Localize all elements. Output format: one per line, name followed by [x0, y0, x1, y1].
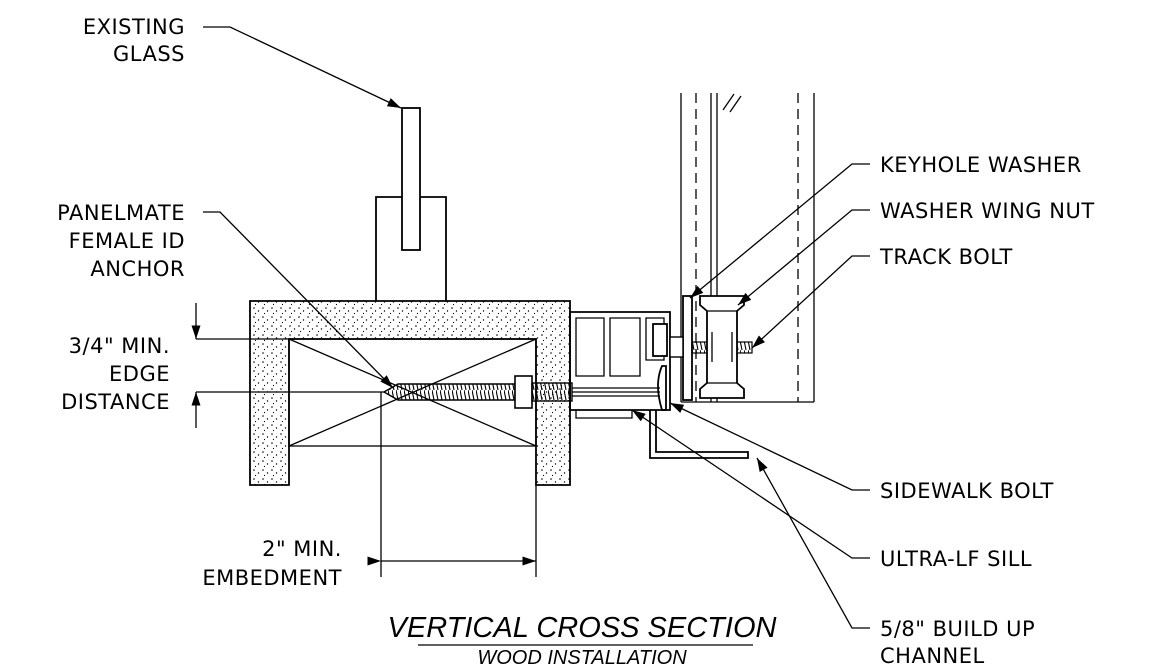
label-ultra-lf-sill: ULTRA-LF SILL	[880, 547, 1032, 571]
label-keyhole-washer: KEYHOLE WASHER	[880, 153, 1082, 177]
edge-distance-dimension	[191, 303, 384, 428]
existing-glass	[401, 107, 421, 251]
label-embed-2: EMBEDMENT	[202, 566, 342, 590]
drawing-subtitle: WOOD INSTALLATION	[477, 647, 687, 666]
build-up-channel	[649, 410, 749, 459]
label-existing-glass-2: GLASS	[113, 42, 185, 66]
washer-wing-nut	[699, 295, 745, 399]
label-washer-wing-nut: WASHER WING NUT	[880, 199, 1095, 223]
label-sidewalk-bolt: SIDEWALK BOLT	[880, 479, 1054, 503]
label-panelmate-1: PANELMATE	[57, 201, 185, 225]
label-edge-3: DISTANCE	[61, 390, 170, 414]
label-embed-1: 2" MIN.	[262, 537, 342, 561]
label-panelmate-2: FEMALE ID	[69, 229, 185, 253]
label-build-up-2: CHANNEL	[880, 644, 985, 666]
label-existing-glass-1: EXISTING	[83, 15, 185, 39]
label-edge-1: 3/4" MIN.	[69, 334, 170, 358]
sidewalk-bolt	[657, 365, 667, 411]
embedment-dimension	[367, 392, 537, 577]
glass-support-block	[375, 196, 447, 301]
label-track-bolt: TRACK BOLT	[879, 245, 1013, 269]
ultra-lf-sill	[569, 311, 671, 419]
label-build-up-1: 5/8" BUILD UP	[880, 617, 1035, 641]
door-panel	[680, 93, 815, 403]
keyhole-washer	[682, 295, 693, 401]
anchor-bolt	[382, 375, 660, 409]
leader-lines	[203, 26, 870, 629]
label-panelmate-3: ANCHOR	[90, 257, 185, 281]
drawing-title: VERTICAL CROSS SECTION	[388, 612, 777, 644]
label-edge-2: EDGE	[109, 362, 170, 386]
